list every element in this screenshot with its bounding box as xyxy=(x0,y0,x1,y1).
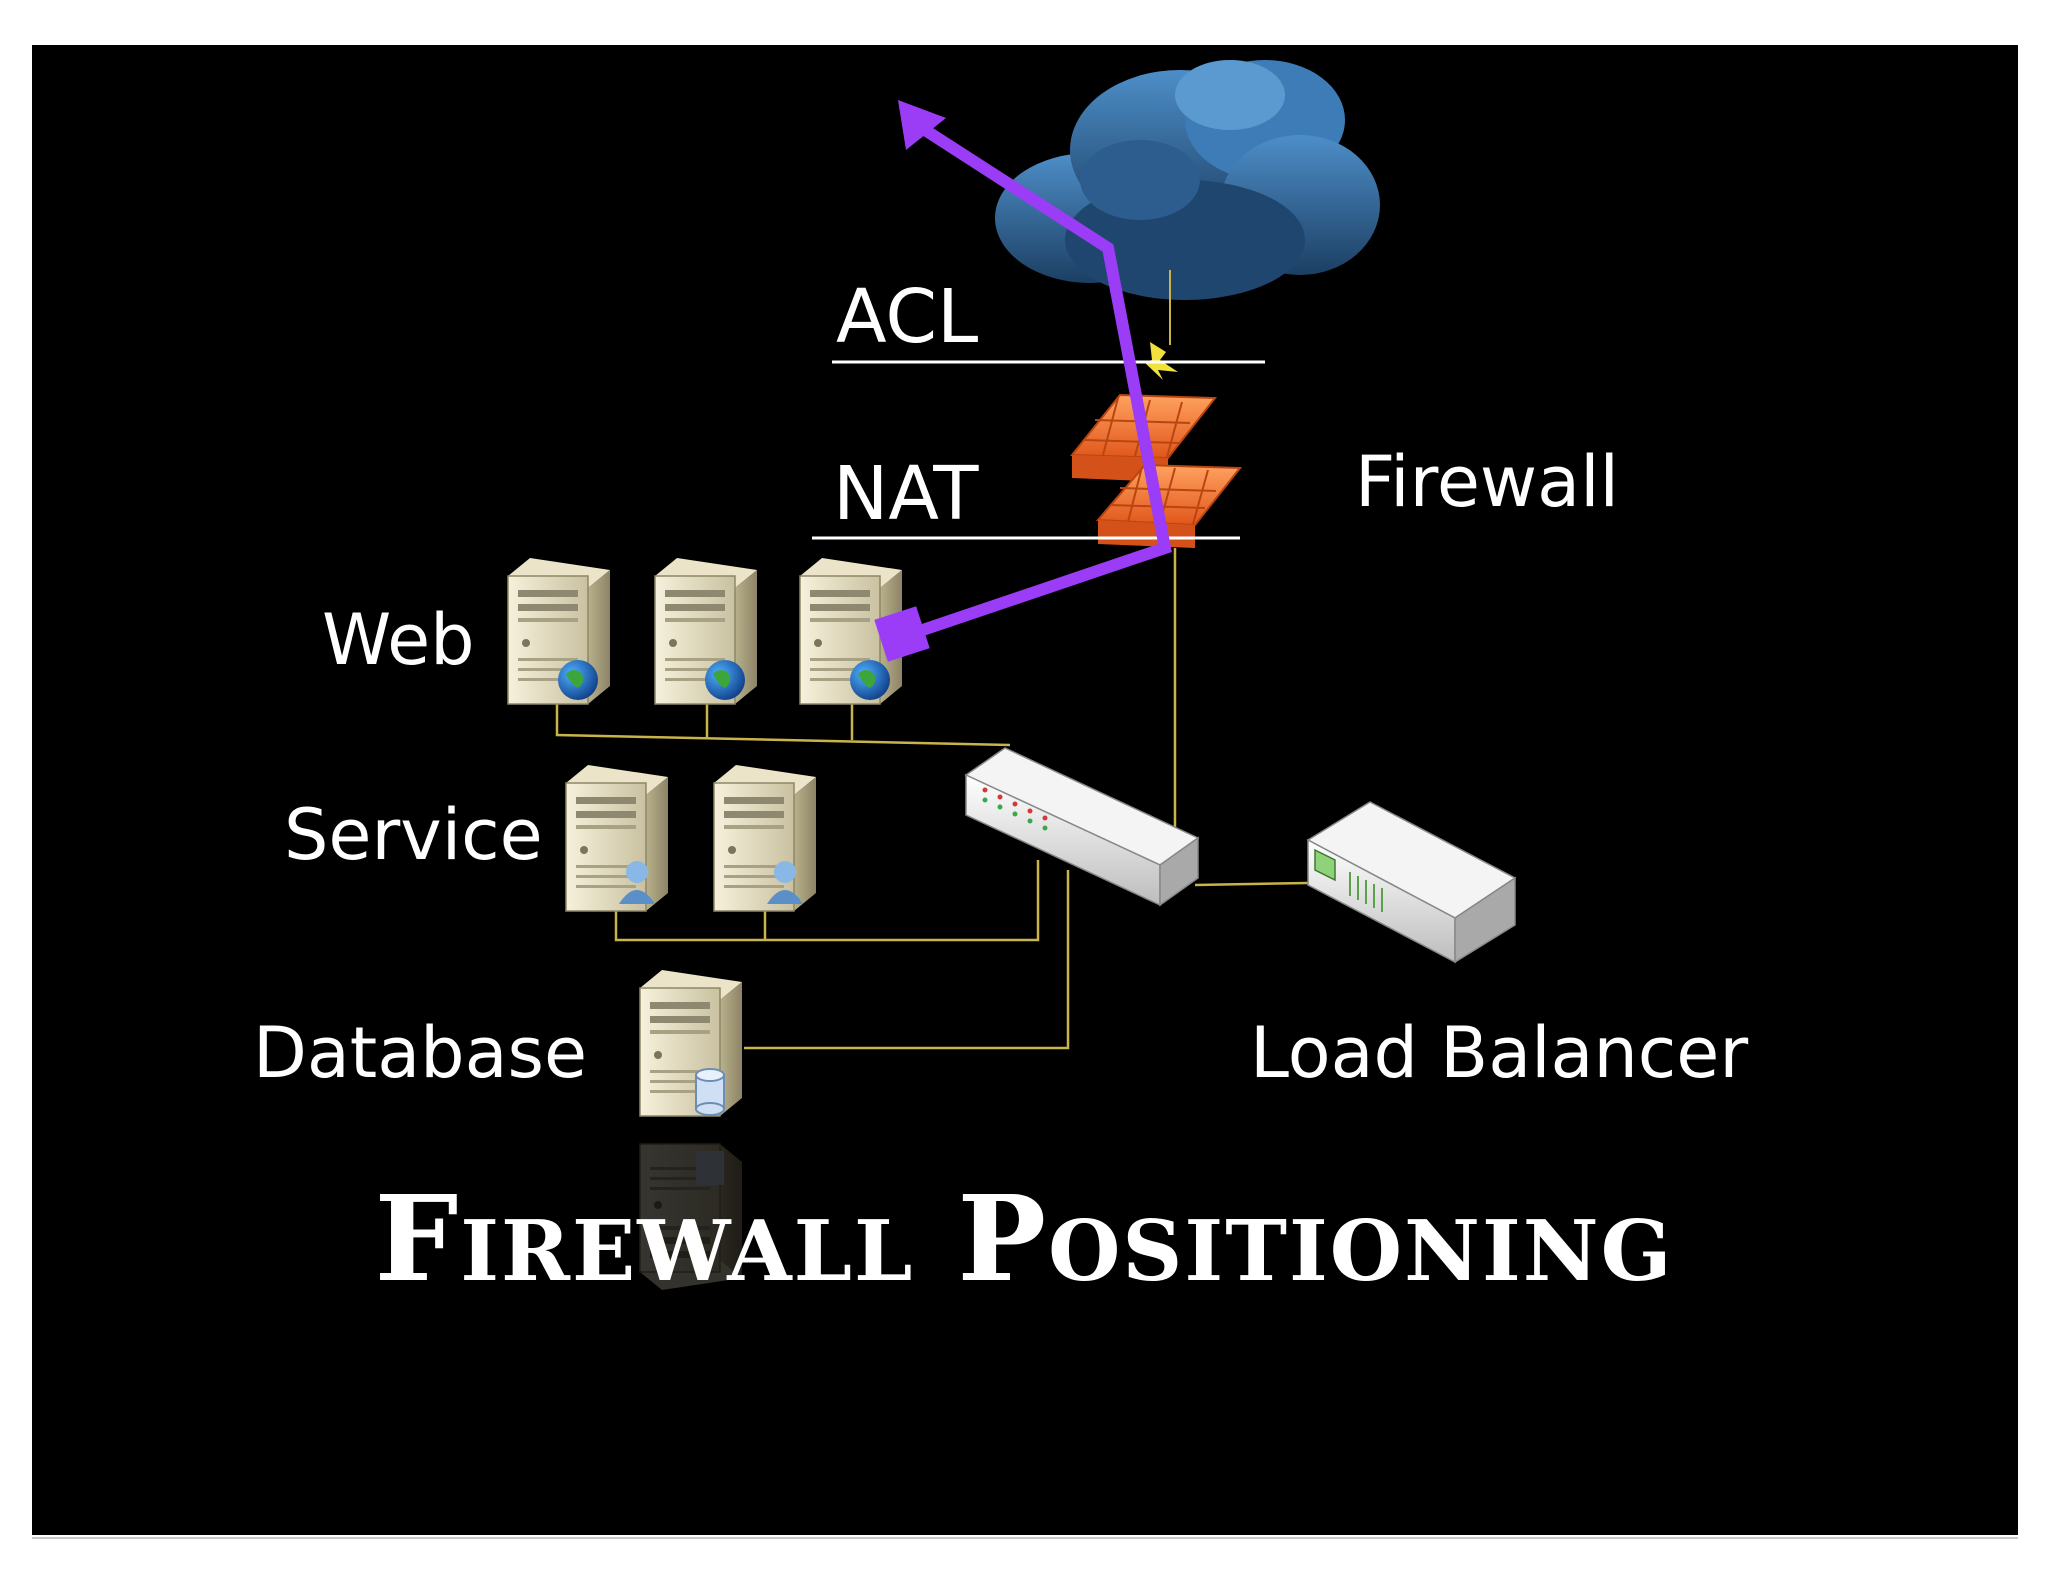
load-balancer-label: Load Balancer xyxy=(1250,1012,1749,1094)
firewall-label: Firewall xyxy=(1355,441,1619,523)
web-server-icon xyxy=(654,557,758,705)
slide-title: Firewall Positioning xyxy=(374,1169,1674,1308)
service-server-icon xyxy=(565,764,669,912)
service-label: Service xyxy=(284,794,543,876)
database-server-reflection xyxy=(639,1143,743,1291)
load-balancer-icon xyxy=(1306,801,1517,964)
web-label: Web xyxy=(322,599,475,681)
database-server-icon xyxy=(639,969,743,1117)
network-switch-icon xyxy=(964,747,1200,907)
path-endpoint-icon xyxy=(874,606,930,662)
database-label: Database xyxy=(253,1012,588,1094)
web-server-icon xyxy=(799,557,903,705)
network-wires xyxy=(555,548,1309,1050)
web-server-icon xyxy=(507,557,611,705)
service-server-icon xyxy=(713,764,817,912)
nat-label: NAT xyxy=(833,451,979,537)
cloud-icon xyxy=(995,60,1380,300)
slide-bottom-rule xyxy=(32,1537,2018,1539)
traffic-path xyxy=(874,100,1172,662)
path-arrowhead-icon xyxy=(898,100,946,150)
acl-label: ACL xyxy=(836,274,979,360)
